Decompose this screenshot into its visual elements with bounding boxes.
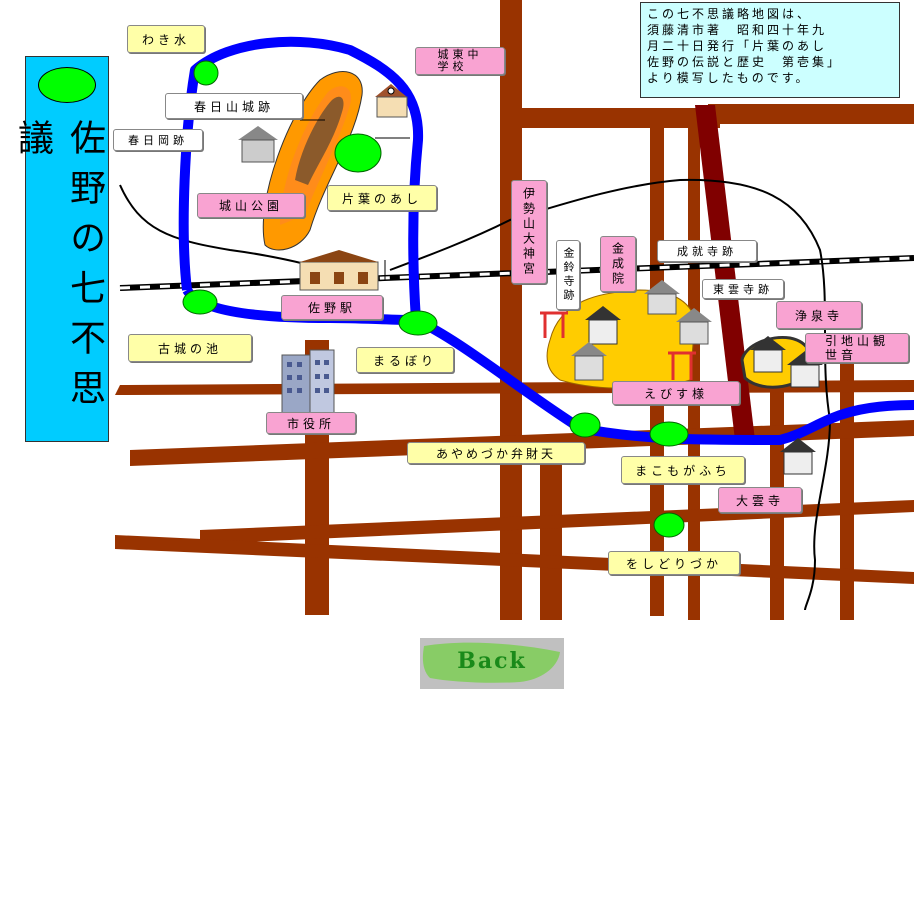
label-sano-eki[interactable]: 佐野駅 bbox=[281, 295, 383, 320]
label-ebisu[interactable]: えびす様 bbox=[612, 381, 740, 405]
wonder-marubori[interactable] bbox=[398, 310, 438, 336]
label-makomo[interactable]: まこもがふち bbox=[621, 456, 745, 484]
temple-icon bbox=[571, 342, 607, 381]
label-kasugaoka[interactable]: 春日岡跡 bbox=[113, 129, 203, 151]
label-jojuji[interactable]: 成就寺跡 bbox=[657, 240, 757, 262]
label-jotochu[interactable]: 城東中 学校 bbox=[415, 47, 505, 75]
label-marubori[interactable]: まるぼり bbox=[356, 347, 454, 373]
wonder-makomo[interactable] bbox=[649, 421, 689, 447]
temple-icon bbox=[750, 336, 786, 373]
wonder-legend-icon bbox=[38, 67, 96, 103]
label-hikiji[interactable]: 引地山観 世音 bbox=[805, 333, 909, 363]
wonder-markers bbox=[182, 60, 689, 538]
wonder-kojo[interactable] bbox=[182, 289, 218, 315]
wonder-kataha[interactable] bbox=[334, 133, 382, 173]
temple-icon bbox=[644, 280, 680, 315]
school-icon bbox=[375, 84, 408, 118]
label-kataha[interactable]: 片葉のあし bbox=[327, 185, 437, 211]
label-konjoin[interactable]: 金成院 bbox=[600, 236, 636, 292]
label-kasugayama[interactable]: 春日山城跡 bbox=[165, 93, 303, 119]
label-kinreiji[interactable]: 金鈴寺跡 bbox=[556, 240, 580, 310]
temple-icon bbox=[238, 126, 278, 163]
label-wakimizu[interactable]: わき水 bbox=[127, 25, 205, 53]
label-jousenji[interactable]: 浄泉寺 bbox=[776, 301, 862, 329]
label-ayamezuka[interactable]: あやめづか弁財天 bbox=[407, 442, 585, 464]
source-note: この七不思議略地図は、 須藤清市著 昭和四十年九 月二十日発行「片葉のあし 佐野… bbox=[640, 2, 900, 98]
torii-icon bbox=[540, 311, 696, 380]
wonder-wakimizu[interactable] bbox=[193, 60, 219, 86]
label-joyama-koen[interactable]: 城山公園 bbox=[197, 193, 305, 218]
back-button[interactable]: Back bbox=[420, 638, 564, 689]
label-shiyakusho[interactable]: 市役所 bbox=[266, 412, 356, 434]
wonder-ayamezuka[interactable] bbox=[569, 412, 601, 438]
temple-icons bbox=[238, 126, 823, 475]
station-icon bbox=[299, 250, 379, 291]
page-title: 佐野の七不思議 bbox=[12, 119, 105, 419]
temple-icon bbox=[780, 438, 816, 475]
back-label: Back bbox=[457, 648, 527, 674]
wonder-oshidori[interactable] bbox=[653, 512, 685, 538]
label-daiunji[interactable]: 大雲寺 bbox=[718, 487, 802, 513]
main-road bbox=[695, 105, 755, 440]
title-panel: 佐野の七不思議 bbox=[12, 56, 109, 442]
leader-lines bbox=[300, 119, 410, 280]
label-oshidori[interactable]: をしどりづか bbox=[608, 551, 740, 575]
label-tounji[interactable]: 東雲寺跡 bbox=[702, 279, 784, 299]
label-ise[interactable]: 伊勢山大神宮 bbox=[511, 180, 547, 284]
city-hall-icon bbox=[281, 349, 335, 421]
leaf-shape bbox=[422, 642, 560, 683]
temple-icon bbox=[585, 306, 621, 345]
temple-icon bbox=[676, 308, 712, 345]
label-kojo[interactable]: 古城の池 bbox=[128, 334, 252, 362]
